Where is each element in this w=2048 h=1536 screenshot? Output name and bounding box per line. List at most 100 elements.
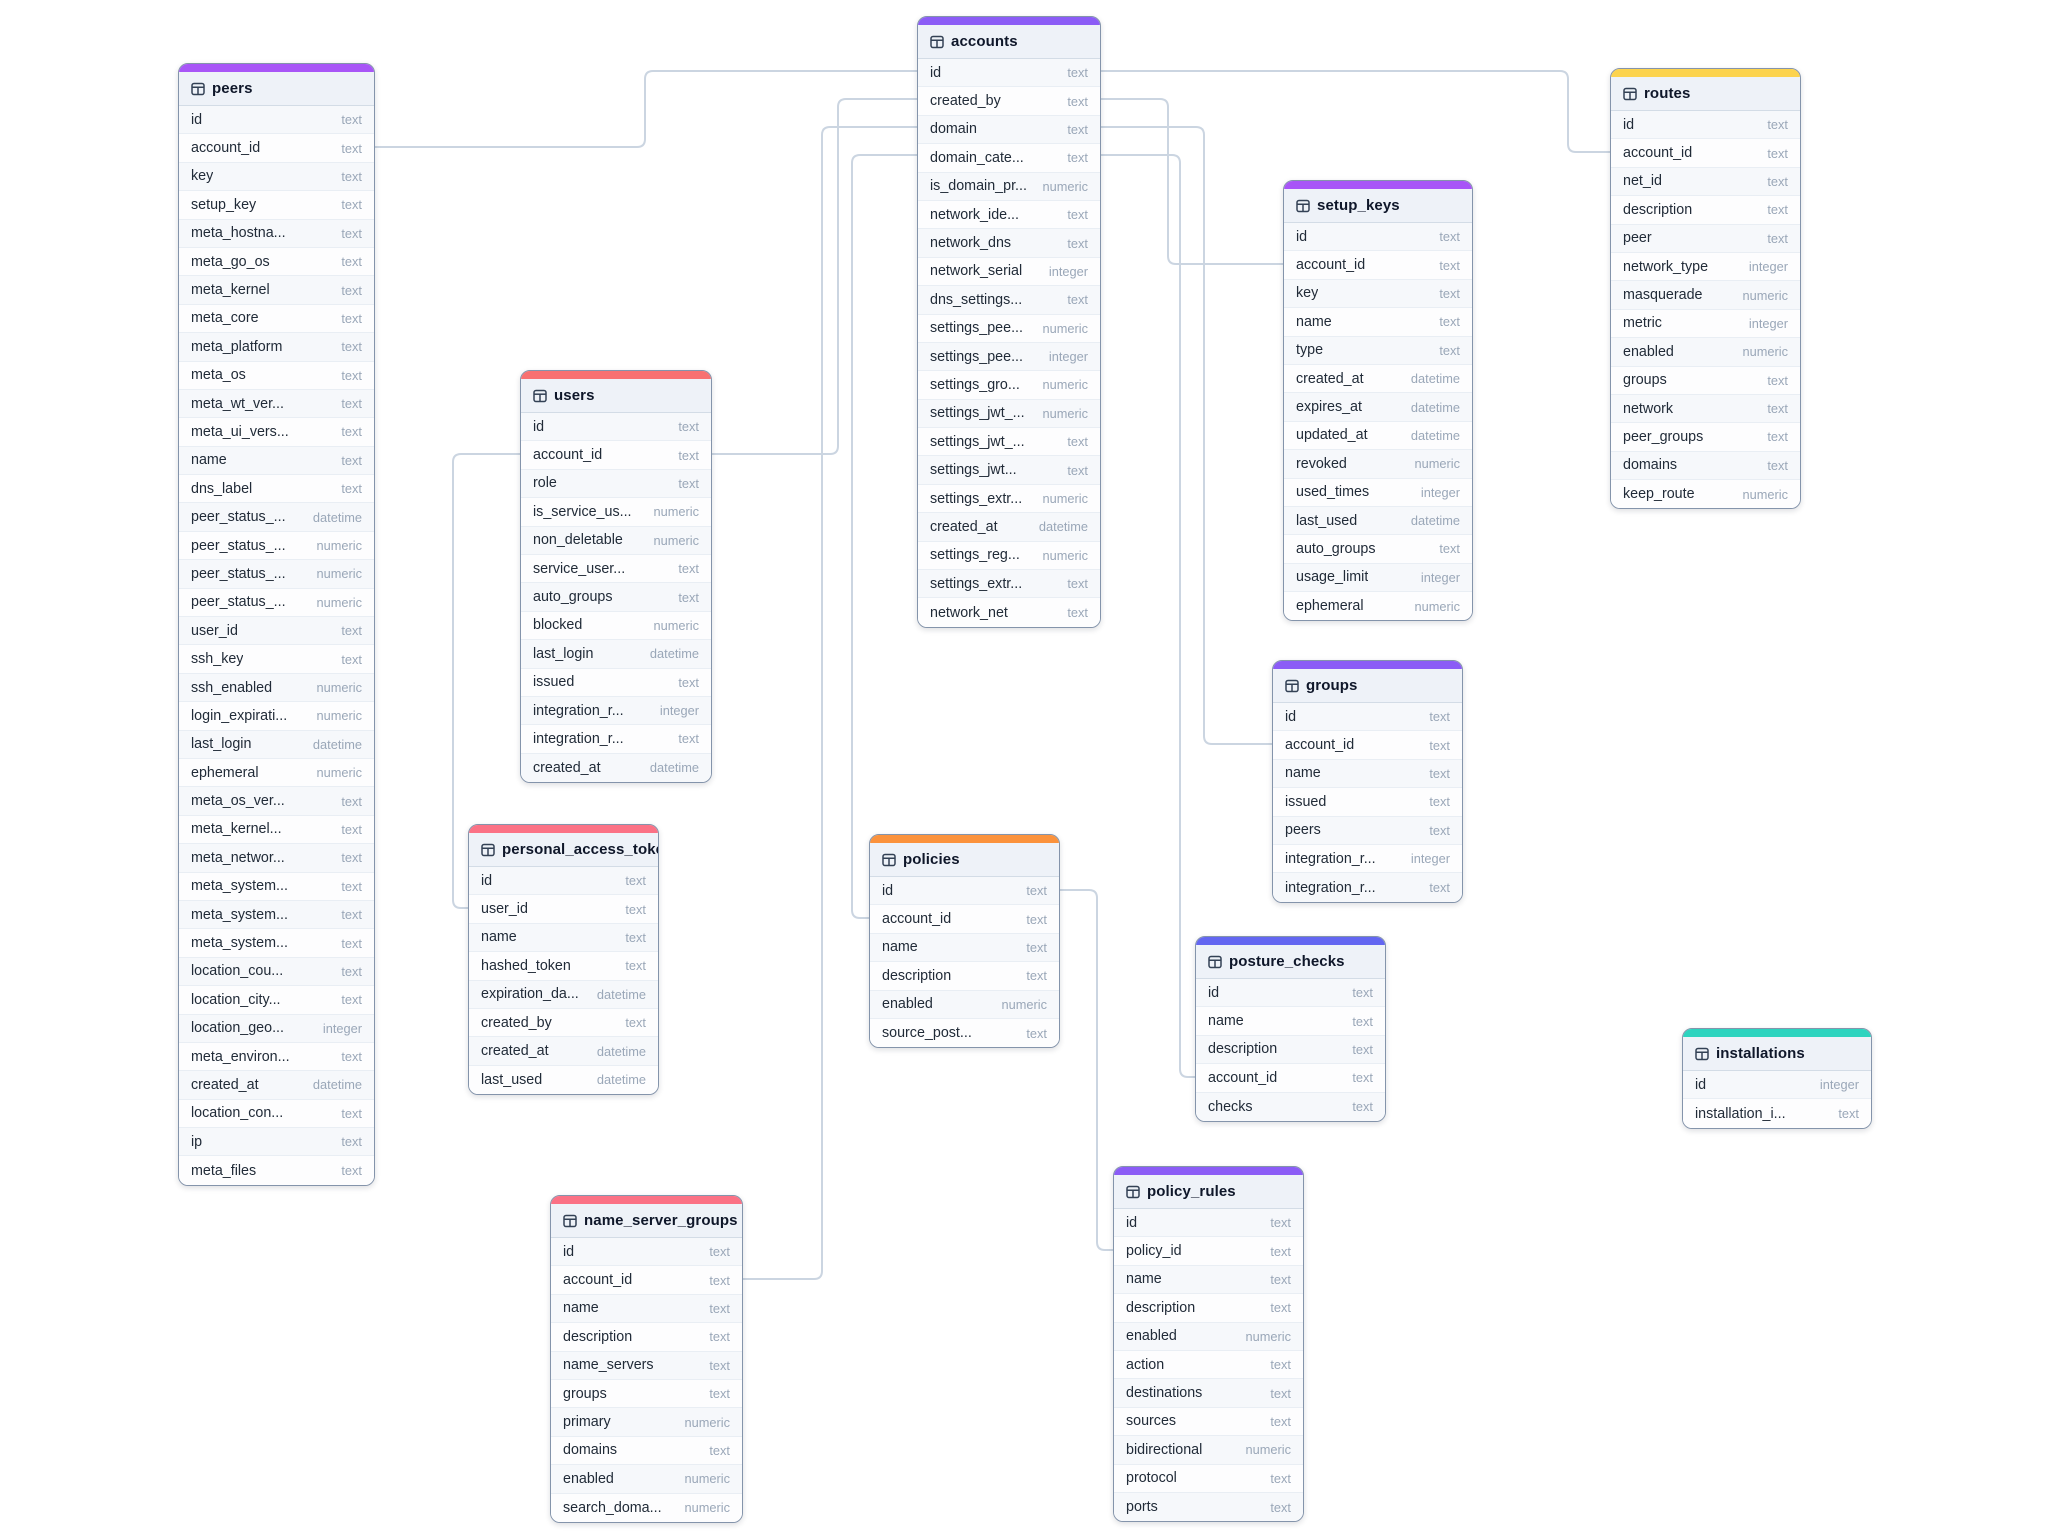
field-type: numeric — [684, 1471, 730, 1487]
field-row-peers-meta_system: meta_system...text — [179, 872, 374, 901]
table-accent-bar — [179, 64, 374, 72]
field-type: text — [625, 901, 646, 917]
field-type: text — [1429, 709, 1450, 725]
field-type: datetime — [1410, 513, 1460, 529]
field-type: text — [1067, 121, 1088, 137]
field-type: text — [1439, 342, 1460, 358]
table-header: posture_checks — [1196, 945, 1385, 979]
table-header: setup_keys — [1284, 189, 1472, 223]
field-name: id — [1126, 1214, 1138, 1231]
relationship-line — [851, 154, 917, 919]
table-title: users — [554, 387, 595, 404]
field-type: text — [1439, 285, 1460, 301]
field-type: text — [1352, 1099, 1373, 1115]
field-type: text — [341, 850, 362, 866]
field-type: datetime — [596, 986, 646, 1002]
field-name: id — [1285, 708, 1297, 725]
field-type: datetime — [1410, 399, 1460, 415]
table-accent-bar — [521, 371, 711, 379]
field-type: numeric — [1042, 377, 1088, 393]
field-name: last_login — [533, 645, 594, 662]
field-row-peers-location_geo: location_geo...integer — [179, 1014, 374, 1043]
table-card-personal_access_tokens[interactable]: personal_access_tokensidtextuser_idtextn… — [468, 824, 659, 1096]
field-type: text — [341, 282, 362, 298]
field-type: numeric — [1742, 486, 1788, 502]
field-type: numeric — [653, 532, 699, 548]
field-type: text — [1067, 292, 1088, 308]
table-header: users — [521, 379, 711, 413]
field-type: text — [1270, 1470, 1291, 1486]
field-name: created_at — [930, 518, 998, 535]
field-type: integer — [1410, 851, 1450, 867]
field-type: text — [1838, 1106, 1859, 1122]
field-name: ssh_enabled — [191, 679, 273, 696]
field-name: account_id — [563, 1272, 633, 1289]
field-name: net_id — [1623, 173, 1662, 190]
field-name: non_deletable — [533, 532, 623, 549]
field-type: numeric — [316, 765, 362, 781]
field-type: text — [678, 589, 699, 605]
field-row-peers-meta_networ: meta_networ...text — [179, 844, 374, 873]
field-type: text — [625, 1015, 646, 1031]
field-type: integer — [1748, 315, 1788, 331]
table-title: setup_keys — [1317, 197, 1400, 214]
field-name: peer_groups — [1623, 428, 1704, 445]
field-name: name — [882, 939, 918, 956]
field-name: type — [1296, 342, 1324, 359]
field-type: text — [341, 907, 362, 923]
table-header: installations — [1683, 1037, 1871, 1071]
field-name: created_by — [930, 93, 1001, 110]
table-icon — [533, 389, 547, 402]
field-row-peers-peer_status_: peer_status_...numeric — [179, 560, 374, 589]
field-name: setup_key — [191, 196, 257, 213]
table-icon — [1285, 679, 1299, 692]
field-name: auto_groups — [1296, 540, 1376, 557]
field-row-peers-login_expirati: login_expirati...numeric — [179, 702, 374, 731]
relationship-line — [712, 98, 917, 455]
field-name: expiration_da... — [481, 986, 579, 1003]
field-type: integer — [1048, 263, 1088, 279]
field-type: text — [341, 651, 362, 667]
field-name: description — [882, 967, 952, 984]
field-type: text — [1067, 235, 1088, 251]
relationship-line — [743, 126, 917, 1280]
field-name: name — [1126, 1271, 1162, 1288]
field-name: bidirectional — [1126, 1441, 1203, 1458]
field-type: datetime — [649, 760, 699, 776]
field-name: meta_system... — [191, 935, 288, 952]
field-name: peers — [1285, 822, 1321, 839]
field-row-peers-location_cou: location_cou...text — [179, 957, 374, 987]
field-name: groups — [563, 1385, 607, 1402]
field-type: numeric — [316, 708, 362, 724]
field-type: integer — [1819, 1077, 1859, 1093]
field-name: id — [563, 1243, 575, 1260]
field-type: text — [1270, 1243, 1291, 1259]
field-name: id — [882, 882, 894, 899]
